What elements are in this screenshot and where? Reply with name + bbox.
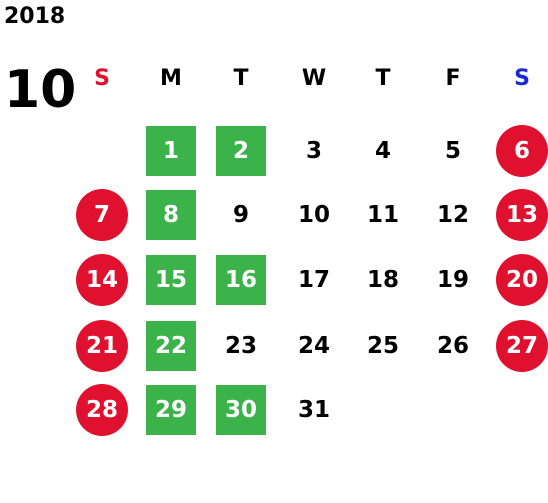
- day-cell-2[interactable]: 2: [216, 126, 266, 176]
- weekday-thursday: T: [375, 66, 391, 91]
- day-cell-26[interactable]: 26: [436, 333, 469, 359]
- day-cell-19[interactable]: 19: [436, 267, 469, 293]
- day-cell-25[interactable]: 25: [366, 333, 399, 359]
- day-cell-16[interactable]: 16: [216, 255, 266, 305]
- day-cell-15[interactable]: 15: [146, 255, 196, 305]
- weekday-tuesday: T: [233, 66, 249, 91]
- day-cell-5[interactable]: 5: [444, 138, 461, 164]
- day-cell-29[interactable]: 29: [146, 385, 196, 435]
- day-cell-22[interactable]: 22: [146, 321, 196, 371]
- day-cell-12[interactable]: 12: [436, 202, 469, 228]
- day-cell-31[interactable]: 31: [297, 397, 330, 423]
- day-cell-7[interactable]: 7: [76, 189, 128, 241]
- day-cell-14[interactable]: 14: [76, 254, 128, 306]
- weekday-saturday: S: [514, 66, 530, 91]
- weekday-wednesday: W: [301, 66, 327, 91]
- day-cell-27[interactable]: 27: [496, 320, 548, 372]
- day-cell-10[interactable]: 10: [297, 202, 330, 228]
- day-cell-18[interactable]: 18: [366, 267, 399, 293]
- day-cell-21[interactable]: 21: [76, 320, 128, 372]
- day-cell-1[interactable]: 1: [146, 126, 196, 176]
- day-cell-3[interactable]: 3: [305, 138, 322, 164]
- month-number: 10: [4, 60, 77, 120]
- day-cell-6[interactable]: 6: [496, 125, 548, 177]
- day-cell-11[interactable]: 11: [366, 202, 399, 228]
- day-cell-20[interactable]: 20: [496, 254, 548, 306]
- day-cell-28[interactable]: 28: [76, 384, 128, 436]
- weekday-friday: F: [445, 66, 461, 91]
- weekday-monday: M: [160, 66, 182, 91]
- year-label: 2018: [4, 4, 66, 29]
- day-cell-23[interactable]: 23: [224, 333, 257, 359]
- day-cell-4[interactable]: 4: [374, 138, 391, 164]
- day-cell-24[interactable]: 24: [297, 333, 330, 359]
- day-cell-8[interactable]: 8: [146, 190, 196, 240]
- weekday-sunday: S: [94, 66, 110, 91]
- day-cell-9[interactable]: 9: [232, 202, 249, 228]
- day-cell-17[interactable]: 17: [297, 267, 330, 293]
- day-cell-30[interactable]: 30: [216, 385, 266, 435]
- day-cell-13[interactable]: 13: [496, 189, 548, 241]
